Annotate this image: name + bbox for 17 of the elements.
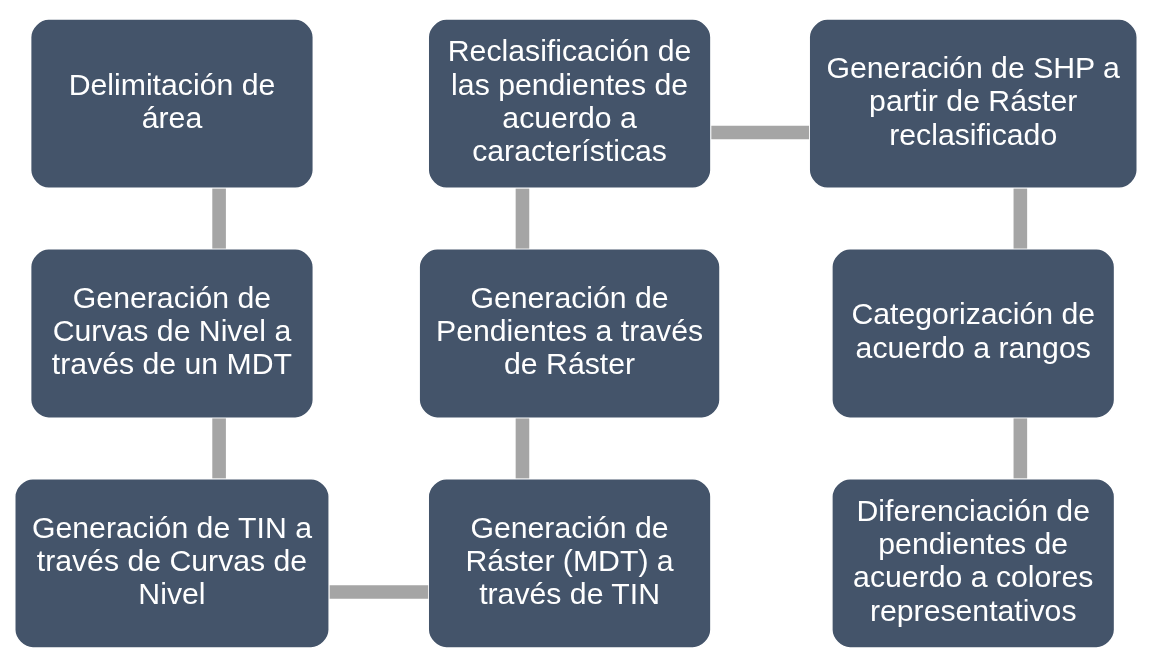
node-box: Generación de SHP a partir de Ráster reclasificado xyxy=(808,17,1138,189)
connector xyxy=(1013,188,1028,249)
connector xyxy=(212,188,226,249)
node-box: Generación de TIN a través de Curvas de Nivel xyxy=(14,477,330,649)
node-box: Reclasificación de las pendientes de acuerdo a características xyxy=(427,17,712,189)
connector xyxy=(212,417,226,478)
node-box: Categorización de acuerdo a rangos xyxy=(831,247,1116,419)
connector xyxy=(515,417,530,478)
connector xyxy=(1013,417,1028,478)
node-box: Diferenciación de pendientes de acuerdo a colores representativos xyxy=(831,477,1116,649)
node-box: Generación de Curvas de Nivel a través de un MDT xyxy=(29,247,315,419)
connector xyxy=(515,188,530,249)
node-box: Generación de Ráster (MDT) a través de TIN xyxy=(427,477,712,649)
connector xyxy=(329,584,429,599)
node-box: Delimitación de área xyxy=(29,17,315,189)
node-box: Generación de Pendientes a través de Ráster xyxy=(418,247,721,419)
connector xyxy=(711,125,810,139)
